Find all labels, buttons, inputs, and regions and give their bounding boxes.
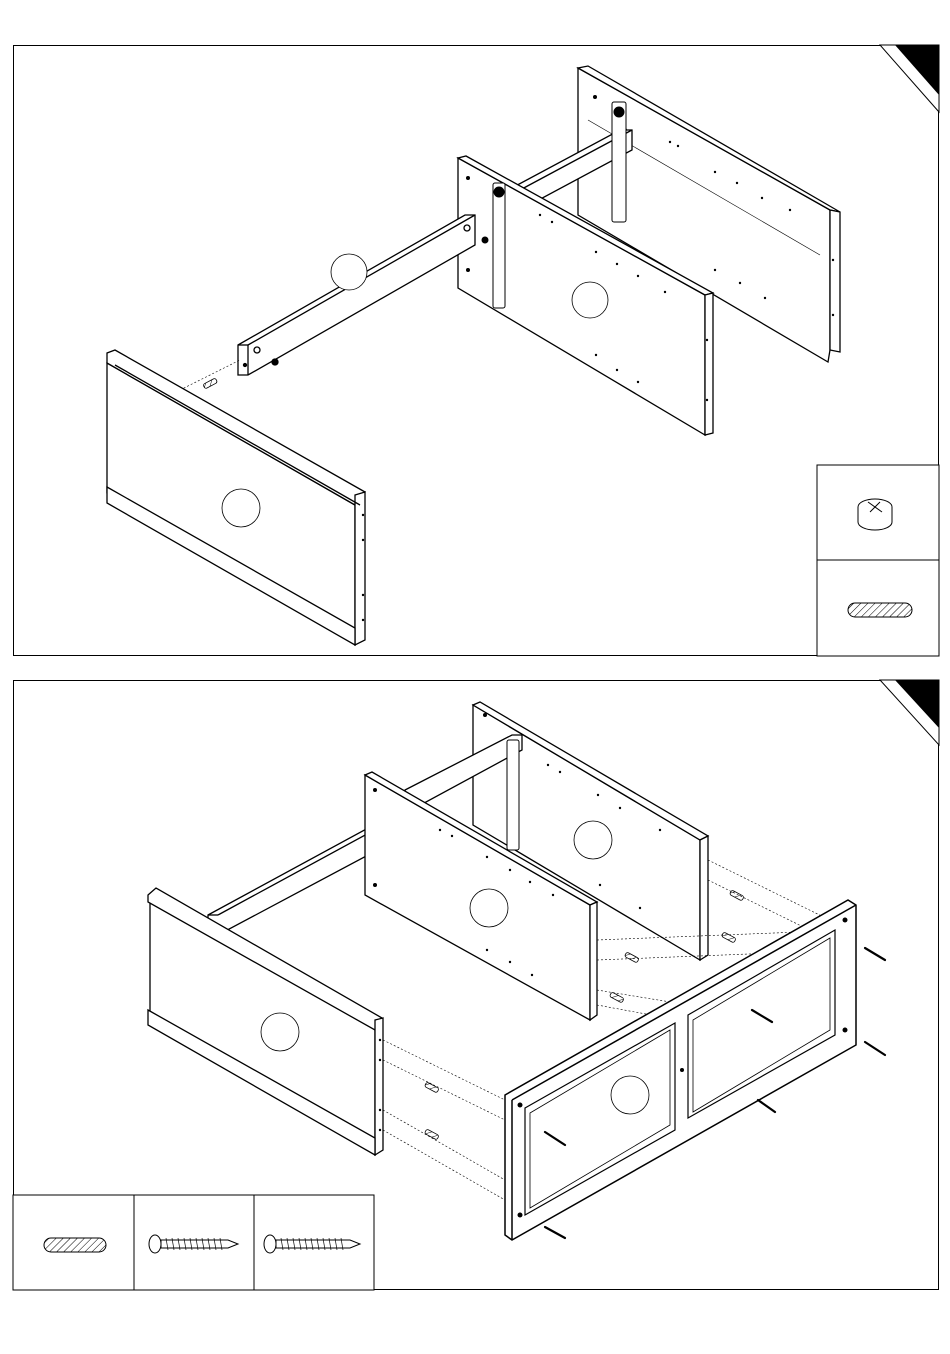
- middle-panel-callout: [572, 282, 608, 318]
- step-1-corner-tab: [880, 45, 939, 112]
- back-bracket: [612, 102, 626, 222]
- front-frame-callout: [611, 1076, 649, 1114]
- middle-panel-step-2-callout: [470, 889, 508, 927]
- cam-lock-icon: [858, 499, 892, 530]
- left-panel-step-2-callout: [261, 1013, 299, 1051]
- rail-callout: [331, 254, 367, 290]
- front-panel-callout: [222, 489, 260, 527]
- dowel-icon: [44, 1238, 106, 1252]
- dowel-icon: [848, 603, 912, 617]
- front-rail: [238, 215, 475, 375]
- dowel-in-step-1: [203, 378, 218, 389]
- step-1-parts-legend: [817, 465, 939, 656]
- step-2-corner-tab: [880, 680, 939, 745]
- back-panel-step-2-callout: [574, 821, 612, 859]
